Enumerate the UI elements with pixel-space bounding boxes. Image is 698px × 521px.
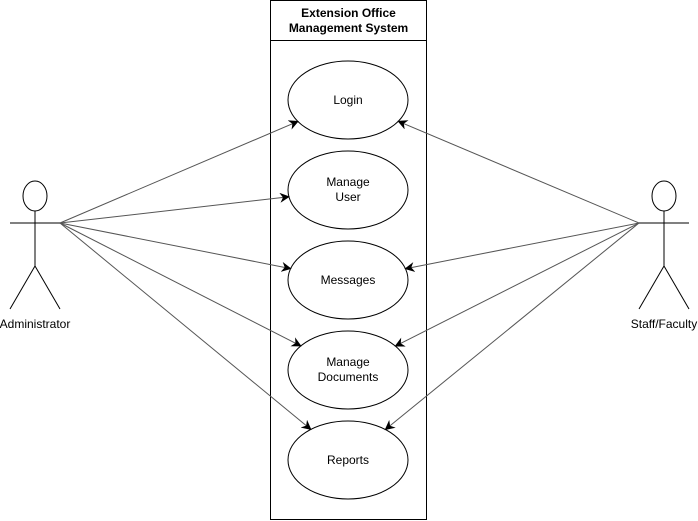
system-title-line2: Management System	[289, 21, 408, 35]
usecase-login[interactable]: Login	[287, 60, 409, 140]
association-left-to-login	[59, 120, 299, 224]
association-right-to-reports	[384, 222, 640, 431]
usecase-manage-user[interactable]: Manage User	[287, 150, 409, 230]
usecase-messages[interactable]: Messages	[287, 240, 409, 320]
actor-administrator[interactable]: Administrator	[0, 180, 70, 331]
system-boundary-box	[270, 0, 427, 520]
actor-administrator-leg-left	[9, 265, 36, 310]
usecase-reports[interactable]: Reports	[287, 420, 409, 500]
association-right-to-manage-documents	[394, 222, 640, 347]
actor-staff-faculty-head	[651, 180, 677, 212]
association-right-to-messages	[404, 222, 640, 272]
usecase-login-ellipse[interactable]	[287, 60, 409, 140]
usecase-login-label: Login	[333, 93, 362, 107]
actor-administrator-label: Administrator	[0, 317, 70, 331]
usecase-manage-documents[interactable]: Manage Documents	[287, 330, 409, 410]
actor-staff-faculty[interactable]: Staff/Faculty	[631, 180, 697, 331]
actor-staff-faculty-leg-right	[663, 265, 690, 310]
actor-administrator-leg-right	[34, 265, 61, 310]
actor-administrator-head	[22, 180, 48, 212]
association-lines	[59, 120, 640, 431]
usecase-messages-ellipse[interactable]	[287, 240, 409, 320]
usecase-manage-documents-ellipse[interactable]	[287, 330, 409, 410]
actor-staff-faculty-leg-left	[638, 265, 665, 310]
association-left-to-reports	[59, 222, 312, 431]
association-left-to-manage-user	[59, 192, 290, 224]
system-boundary: Extension Office Management System	[270, 0, 427, 520]
usecase-manage-user-label-line2: User	[335, 190, 360, 204]
association-left-to-messages	[59, 222, 292, 272]
usecase-reports-label: Reports	[327, 453, 369, 467]
use-cases: Login Manage User Messages Manage Docume…	[287, 60, 409, 500]
usecase-manage-user-label-line1: Manage	[326, 175, 370, 189]
usecase-manage-user-ellipse[interactable]	[287, 150, 409, 230]
usecase-messages-label: Messages	[321, 273, 376, 287]
usecase-manage-documents-label-line2: Documents	[318, 370, 379, 384]
association-left-to-manage-documents	[59, 222, 302, 347]
actor-staff-faculty-label: Staff/Faculty	[631, 317, 697, 331]
usecase-reports-ellipse[interactable]	[287, 420, 409, 500]
usecase-manage-documents-label-line1: Manage	[326, 355, 370, 369]
association-right-to-login	[397, 120, 640, 224]
system-title-line1: Extension Office	[301, 6, 396, 20]
